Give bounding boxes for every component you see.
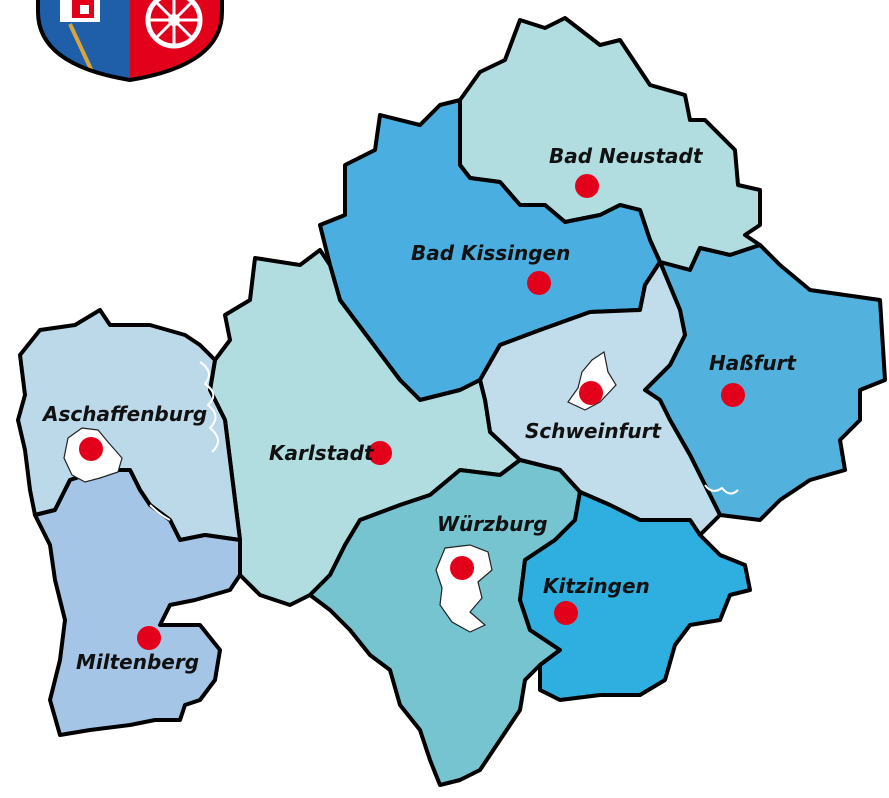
inner-border-schweinfurt-hassfurt [704, 484, 739, 495]
city-area-wuerzburg [435, 544, 493, 633]
district-miltenberg[interactable] [33, 468, 242, 737]
label-schweinfurt: Schweinfurt [525, 419, 662, 443]
label-wuerzburg: Würzburg [437, 512, 548, 536]
seat-dot-schweinfurt[interactable] [579, 381, 603, 405]
label-hassfurt: Haßfurt [709, 351, 797, 375]
label-miltenberg: Miltenberg [76, 650, 199, 674]
label-karlstadt: Karlstadt [269, 441, 375, 465]
label-bad-neustadt: Bad Neustadt [549, 144, 704, 168]
seat-dot-kitzingen[interactable] [554, 601, 578, 625]
seat-dot-aschaffenburg[interactable] [79, 437, 103, 461]
seat-dot-hassfurt[interactable] [721, 383, 745, 407]
seat-dot-bad-neustadt[interactable] [575, 174, 599, 198]
label-bad-kissingen: Bad Kissingen [411, 241, 570, 265]
label-kitzingen: Kitzingen [543, 574, 650, 598]
label-aschaffenburg: Aschaffenburg [41, 402, 207, 426]
inner-border-aschaffenburg-miltenberg [149, 504, 171, 521]
inner-border-karlstadt-aschaffenburg [199, 361, 219, 453]
seat-dot-karlstadt[interactable] [368, 441, 392, 465]
seat-dot-miltenberg[interactable] [137, 626, 161, 650]
district-kitzingen[interactable] [518, 490, 752, 702]
coat-of-arms-icon [36, 0, 224, 83]
seat-dot-wuerzburg[interactable] [450, 556, 474, 580]
seat-dot-bad-kissingen[interactable] [527, 271, 551, 295]
